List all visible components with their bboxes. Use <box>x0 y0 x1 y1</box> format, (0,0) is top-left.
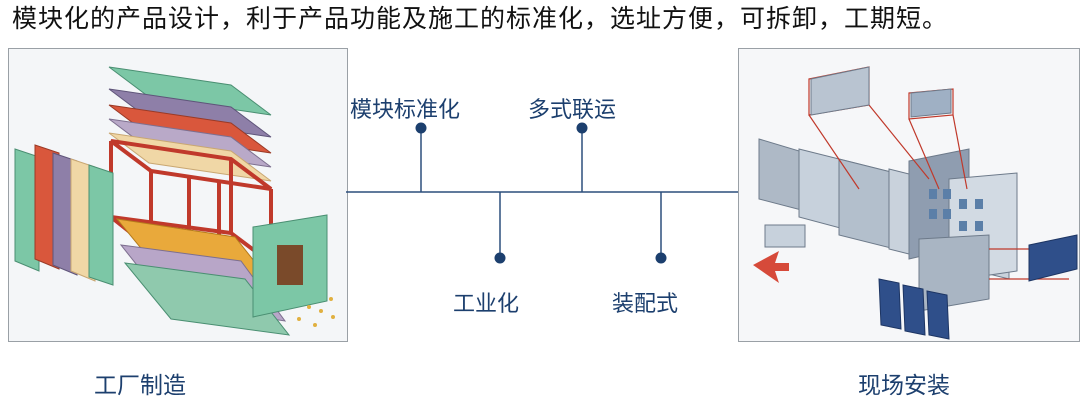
label-multimodal-transport: 多式联运 <box>528 92 616 124</box>
node-dot-industrialization <box>495 253 506 264</box>
label-modular-standardization: 模块标准化 <box>350 92 460 124</box>
node-dot-standardization <box>416 123 427 134</box>
caption-factory-manufacturing: 工厂制造 <box>94 366 186 400</box>
caption-site-installation: 现场安装 <box>858 366 950 400</box>
node-dot-prefabricated <box>656 253 667 264</box>
label-prefabricated: 装配式 <box>612 286 678 318</box>
node-dot-multimodal <box>577 123 588 134</box>
label-industrialization: 工业化 <box>453 286 519 318</box>
